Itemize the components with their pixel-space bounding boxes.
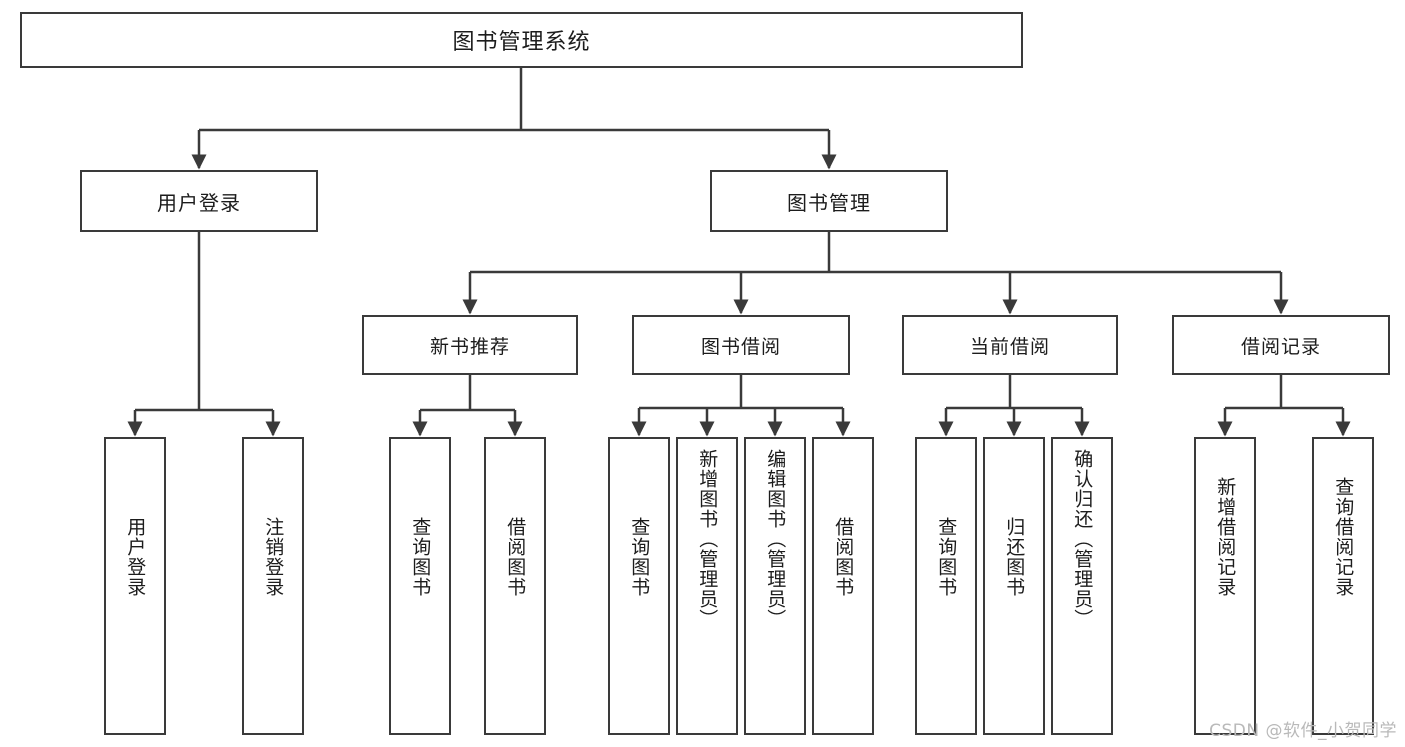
node-leaf-borrow-book-1[interactable]: 借阅图书 (484, 437, 546, 735)
node-leaf-borrow-book-2-label: 借阅图书 (832, 517, 855, 597)
node-leaf-confirm-return[interactable]: 确认归还（管理员） (1051, 437, 1113, 735)
node-current-borrow-label: 当前借阅 (969, 335, 1050, 358)
node-leaf-query-book-3[interactable]: 查询图书 (915, 437, 977, 735)
node-book-manage-label: 图书管理 (787, 190, 871, 215)
node-leaf-add-book-label: 新增图书（管理员） (696, 449, 719, 629)
node-user-login[interactable]: 用户登录 (80, 170, 318, 232)
node-leaf-user-login[interactable]: 用户登录 (104, 437, 166, 735)
node-leaf-borrow-book-2[interactable]: 借阅图书 (812, 437, 874, 735)
node-leaf-edit-book-label: 编辑图书（管理员） (764, 449, 787, 629)
node-leaf-query-book-3-label: 查询图书 (935, 517, 958, 597)
node-leaf-return-book[interactable]: 归还图书 (983, 437, 1045, 735)
node-leaf-query-book-2[interactable]: 查询图书 (608, 437, 670, 735)
node-leaf-add-record-label: 新增借阅记录 (1214, 477, 1237, 597)
node-new-book-recommend[interactable]: 新书推荐 (362, 315, 578, 375)
node-leaf-confirm-return-label: 确认归还（管理员） (1071, 449, 1094, 629)
node-leaf-logout-label: 注销登录 (262, 517, 285, 597)
node-leaf-add-record[interactable]: 新增借阅记录 (1194, 437, 1256, 735)
node-current-borrow[interactable]: 当前借阅 (902, 315, 1118, 375)
node-leaf-borrow-book-1-label: 借阅图书 (504, 517, 527, 597)
node-leaf-return-book-label: 归还图书 (1003, 517, 1026, 597)
node-leaf-query-book-1[interactable]: 查询图书 (389, 437, 451, 735)
node-leaf-query-record[interactable]: 查询借阅记录 (1312, 437, 1374, 735)
node-leaf-query-book-1-label: 查询图书 (409, 517, 432, 597)
node-borrow-record[interactable]: 借阅记录 (1172, 315, 1390, 375)
node-root[interactable]: 图书管理系统 (20, 12, 1023, 68)
node-root-label: 图书管理系统 (452, 30, 591, 55)
node-leaf-query-book-2-label: 查询图书 (628, 517, 651, 597)
node-leaf-add-book[interactable]: 新增图书（管理员） (676, 437, 738, 735)
node-book-manage[interactable]: 图书管理 (710, 170, 948, 232)
node-leaf-logout[interactable]: 注销登录 (242, 437, 304, 735)
node-book-borrow[interactable]: 图书借阅 (632, 315, 850, 375)
node-borrow-record-label: 借阅记录 (1240, 335, 1321, 358)
node-user-login-label: 用户登录 (157, 190, 241, 215)
node-leaf-edit-book[interactable]: 编辑图书（管理员） (744, 437, 806, 735)
csdn-watermark: CSDN @软件_小贺同学 (1209, 721, 1397, 741)
node-book-borrow-label: 图书借阅 (700, 335, 781, 358)
node-leaf-query-record-label: 查询借阅记录 (1332, 477, 1355, 597)
node-new-book-recommend-label: 新书推荐 (429, 335, 510, 358)
node-leaf-user-login-label: 用户登录 (124, 517, 147, 597)
